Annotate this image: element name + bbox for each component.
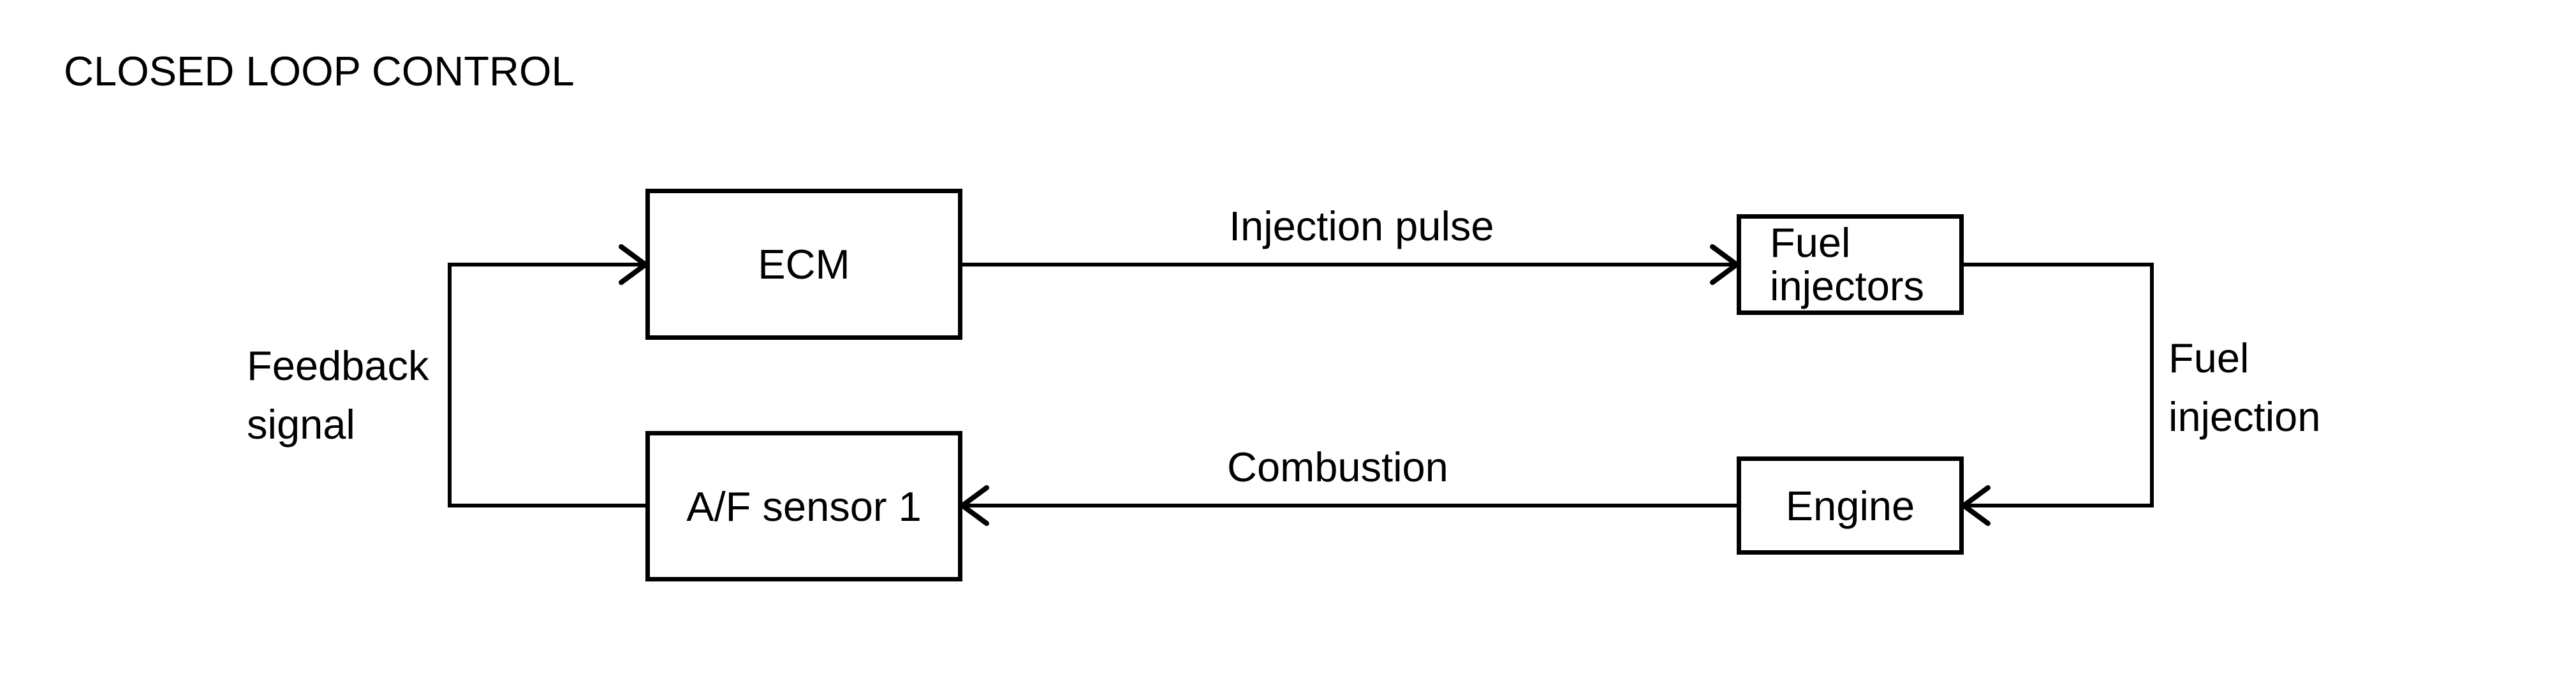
edge-label-feedback-signal-line2: signal (247, 401, 355, 448)
node-fuel-injectors-label-line1: Fuel (1770, 219, 1851, 266)
edge-label-combustion: Combustion (1227, 444, 1448, 490)
diagram-title: CLOSED LOOP CONTROL (64, 48, 575, 94)
edge-af-sensor-1-to-ecm (448, 263, 645, 507)
arrowhead-into-engine (1961, 485, 1991, 526)
node-engine: Engine (1737, 456, 1964, 555)
node-fuel-injectors: Fuel injectors (1737, 214, 1964, 315)
edge-fuel-injectors-to-engine (1964, 263, 2154, 507)
node-engine-label: Engine (1785, 482, 1915, 529)
edge-label-feedback-signal-line1: Feedback (247, 342, 429, 389)
edge-label-feedback-signal: Feedback signal (247, 337, 429, 454)
node-af-sensor-1: A/F sensor 1 (645, 431, 962, 581)
node-ecm: ECM (645, 189, 962, 340)
arrowhead-into-af-sensor-1 (960, 485, 989, 526)
node-ecm-label: ECM (758, 241, 850, 288)
node-fuel-injectors-label-line2: injectors (1770, 263, 1925, 309)
node-af-sensor-1-label: A/F sensor 1 (686, 483, 922, 530)
edge-label-fuel-injection-line1: Fuel (2168, 335, 2249, 381)
edge-label-fuel-injection-line2: injection (2168, 393, 2321, 440)
edge-label-injection-pulse: Injection pulse (1229, 203, 1494, 249)
edge-label-fuel-injection: Fuel injection (2168, 329, 2320, 446)
